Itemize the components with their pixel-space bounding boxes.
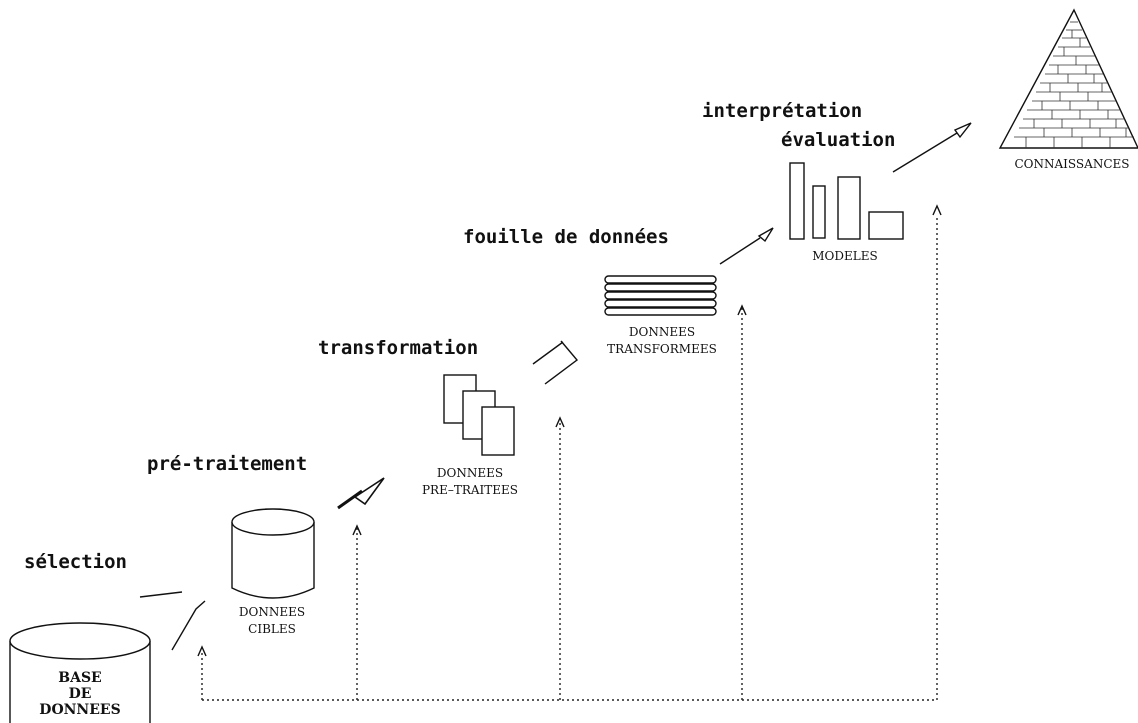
cibles-label-1: DONNEES	[239, 605, 305, 619]
donnees-transformees-stack: DONNEES TRANSFORMEES	[604, 275, 717, 356]
donnees-cibles-cylinder: DONNEES CIBLES	[231, 508, 315, 636]
transformees-label-1: DONNEES	[629, 325, 695, 339]
modeles-bars: MODELES	[789, 162, 904, 263]
step-interpretation: interprétation	[702, 100, 862, 122]
base-label-3: DONNEES	[39, 702, 120, 718]
step-pretraitement: pré-traitement	[147, 453, 307, 475]
connaissances-pyramid: CONNAISSANCES	[998, 8, 1138, 171]
step-fouille: fouille de données	[463, 226, 669, 248]
step-selection: sélection	[24, 551, 127, 573]
base-label-2: DE	[69, 686, 92, 702]
pretraitees-label-1: DONNEES	[437, 466, 503, 480]
connaissances-label: CONNAISSANCES	[1015, 157, 1130, 171]
feedback-loop	[197, 204, 942, 701]
donnees-pretraitees-pages: DONNEES PRE–TRAITEES	[422, 374, 518, 497]
base-de-donnees-cylinder: BASE DE DONNEES	[9, 622, 151, 723]
cibles-label-2: CIBLES	[248, 622, 296, 636]
step-evaluation: évaluation	[781, 129, 895, 151]
transformation-arrow	[532, 340, 579, 385]
interpretation-arrow	[892, 122, 972, 173]
modeles-label: MODELES	[812, 249, 877, 263]
selection-arrow	[139, 591, 206, 651]
pretraitement-arrow	[337, 477, 385, 510]
base-label-1: BASE	[58, 670, 101, 686]
step-transformation: transformation	[318, 337, 478, 359]
transformees-label-2: TRANSFORMEES	[607, 342, 717, 356]
pretraitees-label-2: PRE–TRAITEES	[422, 483, 518, 497]
fouille-arrow	[719, 227, 774, 265]
